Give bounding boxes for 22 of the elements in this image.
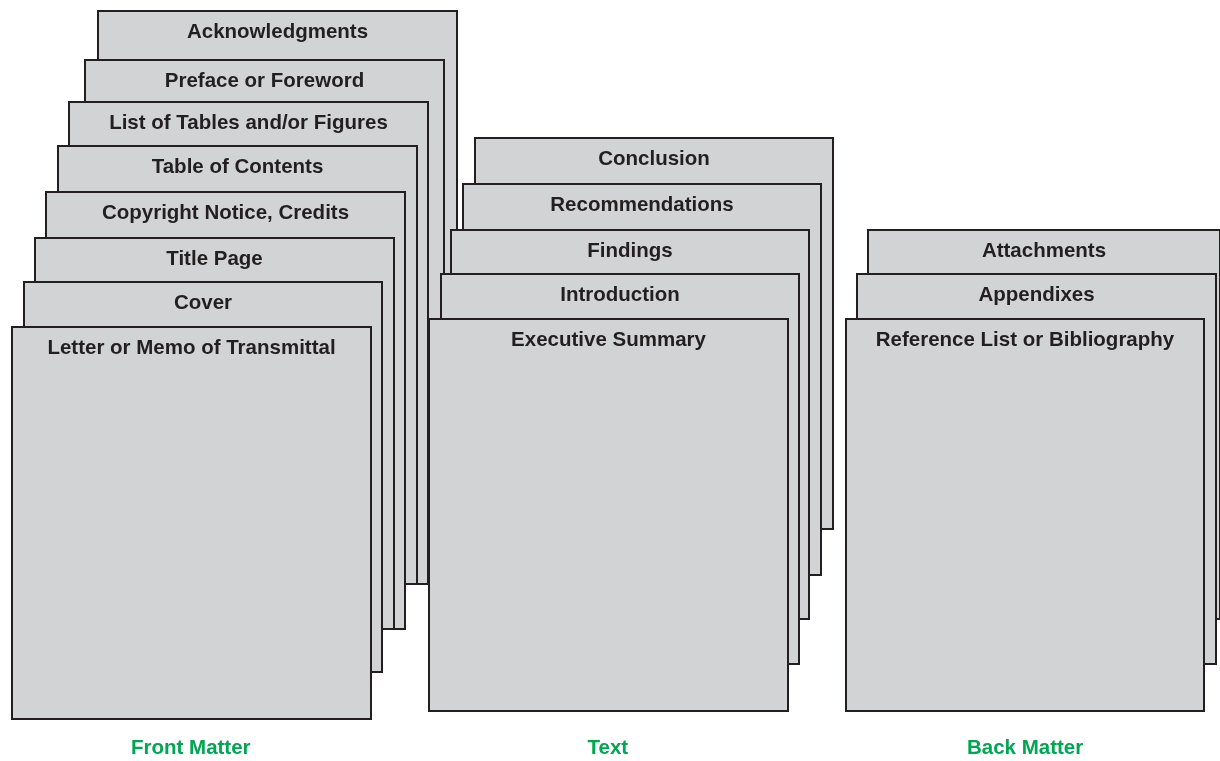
page-title: Table of Contents	[151, 153, 324, 179]
page-title: Recommendations	[550, 191, 734, 217]
page-title: Executive Summary	[511, 326, 706, 352]
page-title: Conclusion	[598, 145, 710, 171]
page-title: Findings	[587, 237, 673, 263]
page-title: Attachments	[981, 237, 1107, 263]
group-caption: Text	[587, 735, 629, 759]
group-caption: Front Matter	[131, 735, 251, 759]
page-sheet	[11, 326, 372, 720]
page-title: Copyright Notice, Credits	[101, 199, 350, 225]
page-sheet	[428, 318, 789, 712]
page-title: Appendixes	[978, 281, 1095, 307]
page-title: Title Page	[166, 245, 263, 271]
group-caption: Back Matter	[967, 735, 1084, 759]
page-sheet	[845, 318, 1205, 712]
page-title: Introduction	[560, 281, 680, 307]
page-title: Reference List or Bibliography	[875, 326, 1175, 352]
page-title: Cover	[173, 289, 233, 315]
page-title: Preface or Foreword	[164, 67, 365, 93]
page-title: Letter or Memo of Transmittal	[47, 334, 336, 360]
page-title: Acknowledgments	[186, 18, 369, 44]
page-title: List of Tables and/or Figures	[109, 109, 388, 135]
